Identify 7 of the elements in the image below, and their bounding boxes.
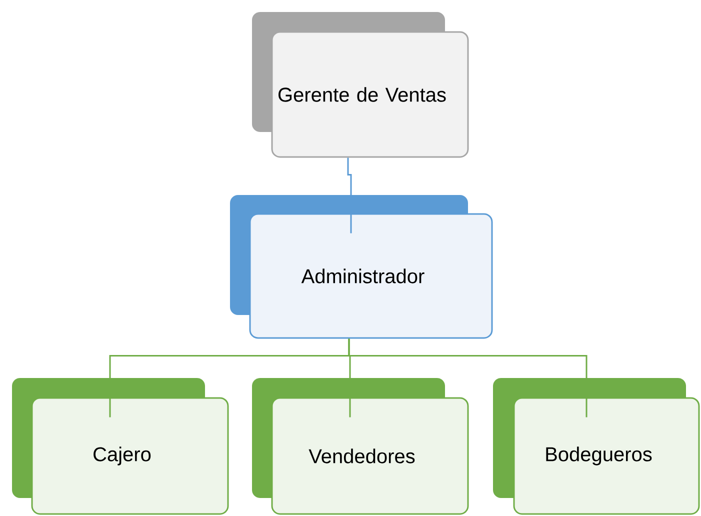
connector-line bbox=[347, 158, 352, 234]
org-box: Cajero bbox=[12, 378, 229, 515]
org-box: Gerente de Ventas bbox=[252, 12, 469, 158]
org-box: Vendedores bbox=[252, 378, 469, 515]
connector-line bbox=[348, 338, 588, 418]
org-box: Bodegueros bbox=[493, 378, 700, 515]
org-box: Administrador bbox=[230, 195, 493, 339]
